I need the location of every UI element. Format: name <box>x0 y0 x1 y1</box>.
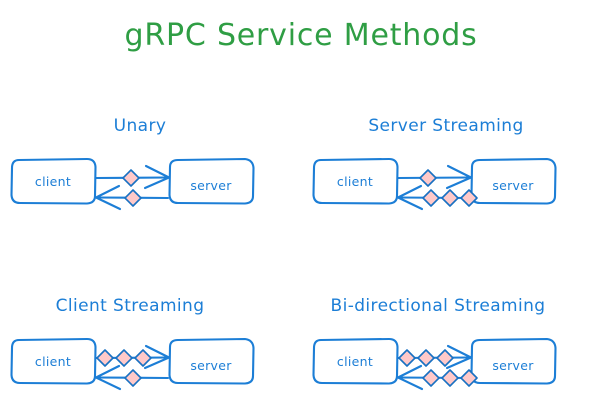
panel-title-bidirectional-streaming: Bi-directional Streaming <box>331 296 546 316</box>
flow-request-client-streaming <box>94 344 171 370</box>
message-diamonds-response <box>124 189 142 207</box>
node-label-client: client <box>35 174 71 189</box>
node-server-client-streaming[interactable]: server <box>168 337 255 385</box>
node-label-server: server <box>492 358 534 373</box>
message-diamonds-request <box>419 169 437 187</box>
node-label-client: client <box>35 354 71 369</box>
flow-response-unary <box>94 184 170 211</box>
flow-request-server-streaming <box>396 164 473 190</box>
flow-request-bidirectional-streaming <box>396 344 473 370</box>
node-label-client: client <box>337 354 373 369</box>
node-server-server-streaming[interactable]: server <box>470 157 557 205</box>
panel-bidirectional-streaming: Bi-directional Streaming client server <box>312 296 557 391</box>
flow-response-client-streaming <box>94 364 170 391</box>
node-label-client: client <box>337 174 373 189</box>
flow-response-bidirectional-streaming <box>396 364 478 391</box>
node-client-unary[interactable]: client <box>10 157 97 205</box>
panel-unary: Unary client server <box>10 116 255 211</box>
node-server-unary[interactable]: server <box>168 157 255 205</box>
node-server-bidirectional-streaming[interactable]: server <box>470 337 557 385</box>
message-diamonds-response <box>124 369 142 387</box>
panel-client-streaming: Client Streaming client server <box>10 296 255 391</box>
panel-title-client-streaming: Client Streaming <box>56 296 205 316</box>
node-label-server: server <box>190 358 232 373</box>
page-title: gRPC Service Methods <box>124 18 477 53</box>
message-diamonds-response <box>422 369 478 387</box>
node-client-bidirectional-streaming[interactable]: client <box>312 337 399 385</box>
node-client-server-streaming[interactable]: client <box>312 157 399 205</box>
message-diamonds-request <box>398 349 454 367</box>
panel-server-streaming: Server Streaming client server <box>312 116 557 211</box>
message-diamonds-request <box>122 169 140 187</box>
node-label-server: server <box>492 178 534 193</box>
message-diamonds-response <box>422 189 478 207</box>
panel-title-unary: Unary <box>114 116 167 136</box>
message-diamonds-request <box>96 349 152 367</box>
node-label-server: server <box>190 178 232 193</box>
flow-response-server-streaming <box>396 184 478 211</box>
flow-request-unary <box>94 164 171 190</box>
node-client-client-streaming[interactable]: client <box>10 337 97 385</box>
panel-title-server-streaming: Server Streaming <box>368 116 523 136</box>
